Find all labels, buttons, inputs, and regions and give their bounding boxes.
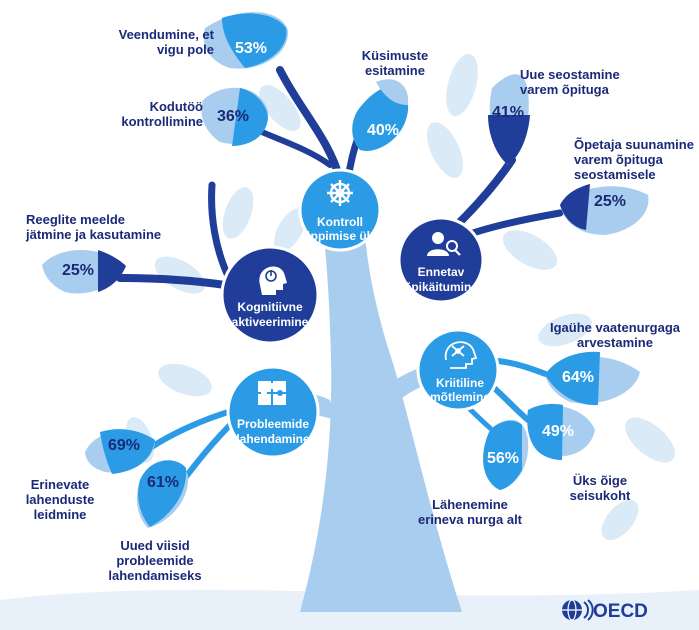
leaf-56 (483, 419, 529, 490)
leaf-69 (85, 429, 155, 474)
leaf-value-61: 61% (147, 474, 179, 491)
node-kontroll-line1: Kontroll (317, 215, 363, 229)
oecd-logo-text: OECD (593, 601, 648, 622)
leaf-value-49: 49% (542, 423, 574, 440)
leaf-value-25-reeglite: 25% (62, 262, 94, 279)
node-kriitiline: Kriitiline mõtlemine (416, 328, 500, 412)
node-kontroll: Kontroll õppimise üle (298, 168, 382, 252)
node-ennetav: Ennetav õpikäitumine (397, 216, 485, 304)
person-search-icon (427, 232, 461, 256)
tree-trunk (300, 180, 462, 612)
puzzle-icon (258, 381, 286, 405)
leaf-53 (203, 12, 289, 69)
leaf-41 (488, 74, 530, 165)
node-kriitiline-line2: mõtlemine (430, 390, 490, 404)
node-kontroll-line2: õppimise üle (303, 229, 377, 243)
leaf-36 (201, 87, 268, 146)
leaf-value-64: 64% (562, 369, 594, 386)
leaf-values: 53% 36% 40% 41% 25% 25% 64% 49% 56% 69% … (62, 40, 626, 491)
leaf-value-40: 40% (367, 122, 399, 139)
node-probleemide-line2: lahendamine (236, 432, 310, 446)
leaf-25-opetaja (560, 184, 649, 235)
leaf-value-53: 53% (235, 40, 267, 57)
leaf-49 (527, 403, 595, 460)
node-kognitiivne-line2: aktiveerimine (232, 315, 309, 329)
head-power-icon (259, 266, 287, 295)
leaf-61 (136, 460, 189, 528)
leaf-value-25-opetaja: 25% (594, 193, 626, 210)
leaf-25-reeglite (42, 250, 126, 294)
leaf-value-69: 69% (108, 437, 140, 454)
head-network-icon (444, 341, 478, 369)
leaf-value-56: 56% (487, 450, 519, 467)
node-kognitiivne-line1: Kognitiivne (237, 300, 303, 314)
leaf-64 (545, 351, 640, 406)
node-probleemide: Probleemide lahendamine (226, 365, 320, 459)
leaf-value-41: 41% (492, 104, 524, 121)
ship-wheel-icon (327, 180, 353, 206)
node-kriitiline-line1: Kriitiline (436, 376, 484, 390)
node-ennetav-line2: õpikäitumine (404, 280, 478, 294)
node-probleemide-line1: Probleemide (237, 417, 309, 431)
node-ennetav-line1: Ennetav (418, 265, 465, 279)
leaf-40 (352, 79, 409, 151)
oecd-logo: OECD (562, 599, 648, 622)
leaf-value-36: 36% (217, 108, 249, 125)
oecd-globe-icon (562, 599, 594, 621)
node-kognitiivne: Kognitiivne aktiveerimine (220, 245, 320, 345)
